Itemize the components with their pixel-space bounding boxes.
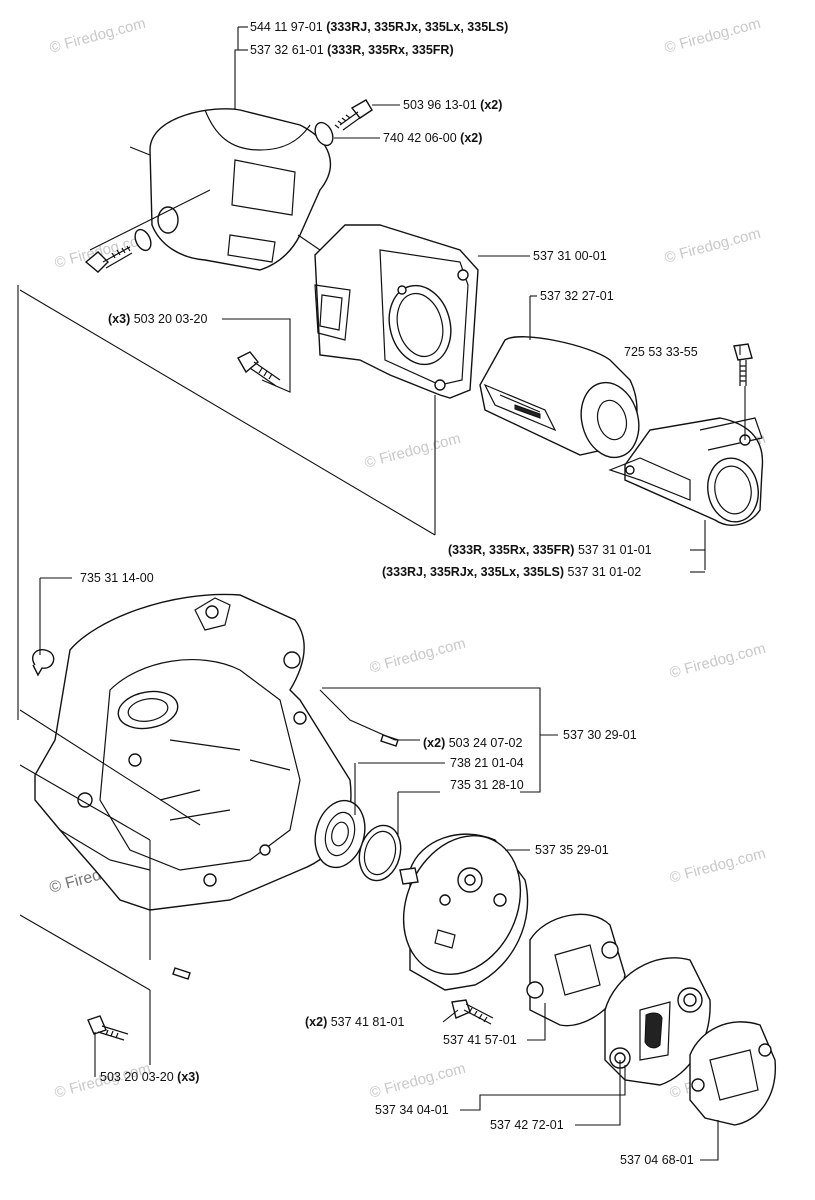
part-label-738-21-01-04: 738 21 01-04 <box>450 756 524 770</box>
part-label-537-31-01-01: (333R, 335Rx, 335FR) 537 31 01-01 <box>448 543 652 557</box>
part-number: 537 31 01-02 <box>567 565 642 579</box>
o-ring-part <box>134 121 334 252</box>
part-note: (x3) <box>177 1070 200 1084</box>
clutch-part <box>604 957 711 1086</box>
part-number: 537 32 61-01 <box>250 43 324 57</box>
screw-part <box>84 245 133 273</box>
part-note: (x2) <box>305 1015 328 1029</box>
circlip-part <box>32 648 55 677</box>
part-label-537-42-72-01: 537 42 72-01 <box>490 1118 564 1132</box>
part-label-537-31-01-02: (333RJ, 335RJx, 335Lx, 335LS) 537 31 01-… <box>382 565 641 579</box>
part-number: 503 24 07-02 <box>448 736 523 750</box>
part-label-537-32-27-01: 537 32 27-01 <box>540 289 614 303</box>
part-number: 740 42 06-00 <box>383 131 457 145</box>
part-label-503-20-03-20-x3-bottom: 503 20 03-20 (x3) <box>100 1070 199 1084</box>
crankcase-part <box>34 593 352 911</box>
part-number: 537 34 04-01 <box>375 1103 449 1117</box>
part-number: 725 53 33-55 <box>624 345 698 359</box>
part-number: 537 42 72-01 <box>490 1118 564 1132</box>
part-label-537-41-57-01: 537 41 57-01 <box>443 1033 517 1047</box>
part-label-503-20-03-20-x3: (x3) 503 20 03-20 <box>108 312 207 326</box>
piston-part <box>479 336 640 459</box>
part-label-725-53-33-55: 725 53 33-55 <box>624 345 698 359</box>
part-label-537-31-00-01: 537 31 00-01 <box>533 249 607 263</box>
part-note: (333RJ, 335RJx, 335Lx, 335LS) <box>326 20 509 34</box>
screw-part <box>87 1015 129 1041</box>
part-number: 537 35 29-01 <box>535 843 609 857</box>
leader-lines <box>19 26 746 1161</box>
part-number: 503 20 03-20 <box>100 1070 174 1084</box>
part-number: 503 20 03-20 <box>133 312 208 326</box>
part-label-537-35-29-01: 537 35 29-01 <box>535 843 609 857</box>
gasket-part <box>526 913 626 1027</box>
part-number: 537 41 57-01 <box>443 1033 517 1047</box>
part-note: (333R, 335Rx, 335FR) <box>448 543 575 557</box>
part-number: 735 31 28-10 <box>450 778 524 792</box>
part-note: (x2) <box>460 131 483 145</box>
clutch-drum-part <box>399 833 529 991</box>
part-label-537-34-04-01: 537 34 04-01 <box>375 1103 449 1117</box>
part-number: 537 30 29-01 <box>563 728 637 742</box>
part-note: (x3) <box>108 312 131 326</box>
part-number: 544 11 97-01 <box>250 20 323 34</box>
part-label-537-32-61-01: 537 32 61-01 (333R, 335Rx, 335FR) <box>250 43 454 57</box>
cylinder-cover-part <box>129 108 331 271</box>
screw-part <box>237 351 281 387</box>
part-number: 735 31 14-00 <box>80 571 154 585</box>
part-number: 537 41 81-01 <box>330 1015 405 1029</box>
seal-ring-part <box>358 824 402 882</box>
muffler-part <box>608 417 764 526</box>
part-number: 738 21 01-04 <box>450 756 524 770</box>
part-number: 537 32 27-01 <box>540 289 614 303</box>
screw-part <box>334 99 373 131</box>
part-label-735-31-14-00: 735 31 14-00 <box>80 571 154 585</box>
part-number: 537 31 00-01 <box>533 249 607 263</box>
part-label-537-04-68-01: 537 04 68-01 <box>620 1153 694 1167</box>
part-label-544-11-97-01: 544 11 97-01 (333RJ, 335RJx, 335Lx, 335L… <box>250 20 508 34</box>
part-label-537-41-81-01: (x2) 537 41 81-01 <box>305 1015 404 1029</box>
cylinder-part <box>297 224 479 399</box>
part-label-503-96-13-01: 503 96 13-01 (x2) <box>403 98 502 112</box>
part-note: (333R, 335Rx, 335FR) <box>327 43 454 57</box>
screw-part <box>451 999 494 1025</box>
part-note: (x2) <box>423 736 446 750</box>
dowel-pin-part <box>172 734 399 980</box>
part-label-740-42-06-00: 740 42 06-00 (x2) <box>383 131 482 145</box>
part-number: 503 96 13-01 <box>403 98 477 112</box>
part-label-503-24-07-02: (x2) 503 24 07-02 <box>423 736 522 750</box>
gasket-part <box>689 1021 776 1126</box>
part-label-537-30-29-01: 537 30 29-01 <box>563 728 637 742</box>
part-label-735-31-28-10: 735 31 28-10 <box>450 778 524 792</box>
part-note: (x2) <box>480 98 503 112</box>
screw-part <box>733 343 753 386</box>
part-number: 537 31 01-01 <box>577 543 652 557</box>
part-number: 537 04 68-01 <box>620 1153 694 1167</box>
part-note: (333RJ, 335RJx, 335Lx, 335LS) <box>382 565 565 579</box>
